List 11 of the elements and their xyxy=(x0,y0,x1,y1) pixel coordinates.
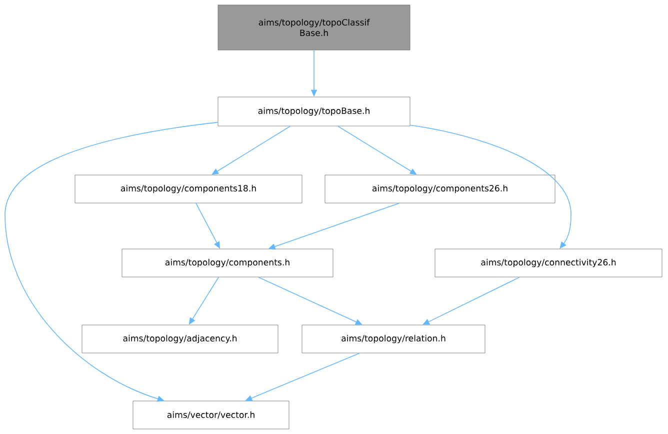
file-box: aims/topology/connectivity26.h xyxy=(434,248,662,278)
file-box: aims/topology/relation.h xyxy=(302,324,486,354)
file-box: aims/topology/adjacency.h xyxy=(82,324,278,354)
file-box: aims/topology/topoClassif Base.h xyxy=(218,4,410,50)
file-box: aims/topology/topoBase.h xyxy=(218,96,410,126)
arrow xyxy=(4,122,218,402)
file-box: aims/vector/vector.h xyxy=(132,400,290,430)
file-box: aims/topology/components.h xyxy=(122,248,334,278)
file-box: aims/topology/components26.h xyxy=(324,174,556,204)
file-box: aims/topology/components18.h xyxy=(74,174,302,204)
arrow xyxy=(212,126,291,175)
